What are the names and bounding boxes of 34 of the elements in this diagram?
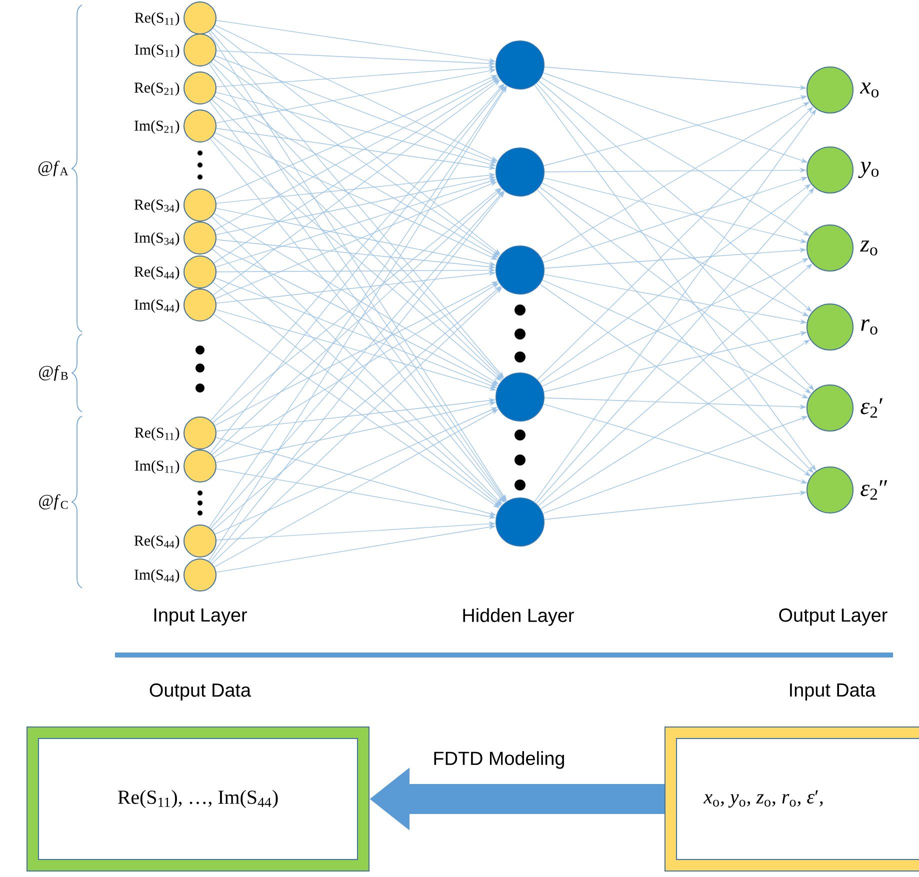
frequency-label: @f$_{C}$ <box>39 494 68 510</box>
edge-label: FDTD Modeling <box>430 749 568 771</box>
input-label: Im(S$_{21}$) <box>134 120 180 134</box>
input-label: Re(S$_{34}$) <box>134 199 180 213</box>
output-label: z$_{o}$ <box>860 240 878 256</box>
input-label: Im(S$_{11}$) <box>134 460 180 474</box>
input-label: Im(S$_{44}$) <box>134 569 180 583</box>
input-label: Re(S$_{44}$) <box>134 266 180 280</box>
data-box: Re(S$_{11}$), …, Im(S$_{44}$) <box>26 726 370 872</box>
hidden-neuron <box>496 40 544 90</box>
input-label: Re(S$_{21}$) <box>134 82 180 96</box>
hidden-neuron <box>496 498 544 546</box>
input-label: Im(S$_{44}$) <box>134 299 180 313</box>
output-label: x$_{o}$ <box>860 82 879 98</box>
output-label: y$_{o}$ <box>858 162 879 178</box>
output-label: ε$_{2}$″ <box>860 480 888 500</box>
box-heading: Output Data <box>150 683 252 701</box>
hidden-neuron <box>496 246 544 294</box>
input-label: Im(S$_{11}$) <box>134 44 180 58</box>
hidden-neuron <box>496 148 544 196</box>
input-label: Re(S$_{11}$) <box>134 12 180 26</box>
output-label: ε$_{2}$′ <box>860 398 883 418</box>
input-label: Im(S$_{34}$) <box>134 232 180 246</box>
data-box: x$_{o}$, y$_{o}$, z$_{o}$, r$_{o}$, ε′, <box>664 726 919 872</box>
input-label: Re(S$_{11}$) <box>134 427 180 441</box>
frequency-label: @f$_{A}$ <box>38 160 68 176</box>
layer-label: Output Layer <box>779 608 888 626</box>
input-label: Re(S$_{44}$) <box>134 535 180 549</box>
hidden-neuron <box>496 372 544 422</box>
box-heading: Input Data <box>790 684 876 700</box>
frequency-label: @f$_{B}$ <box>39 365 68 381</box>
layer-label: Input Layer <box>154 608 248 626</box>
layer-label: Hidden Layer <box>463 608 574 626</box>
output-label: r$_{o}$ <box>861 319 878 335</box>
